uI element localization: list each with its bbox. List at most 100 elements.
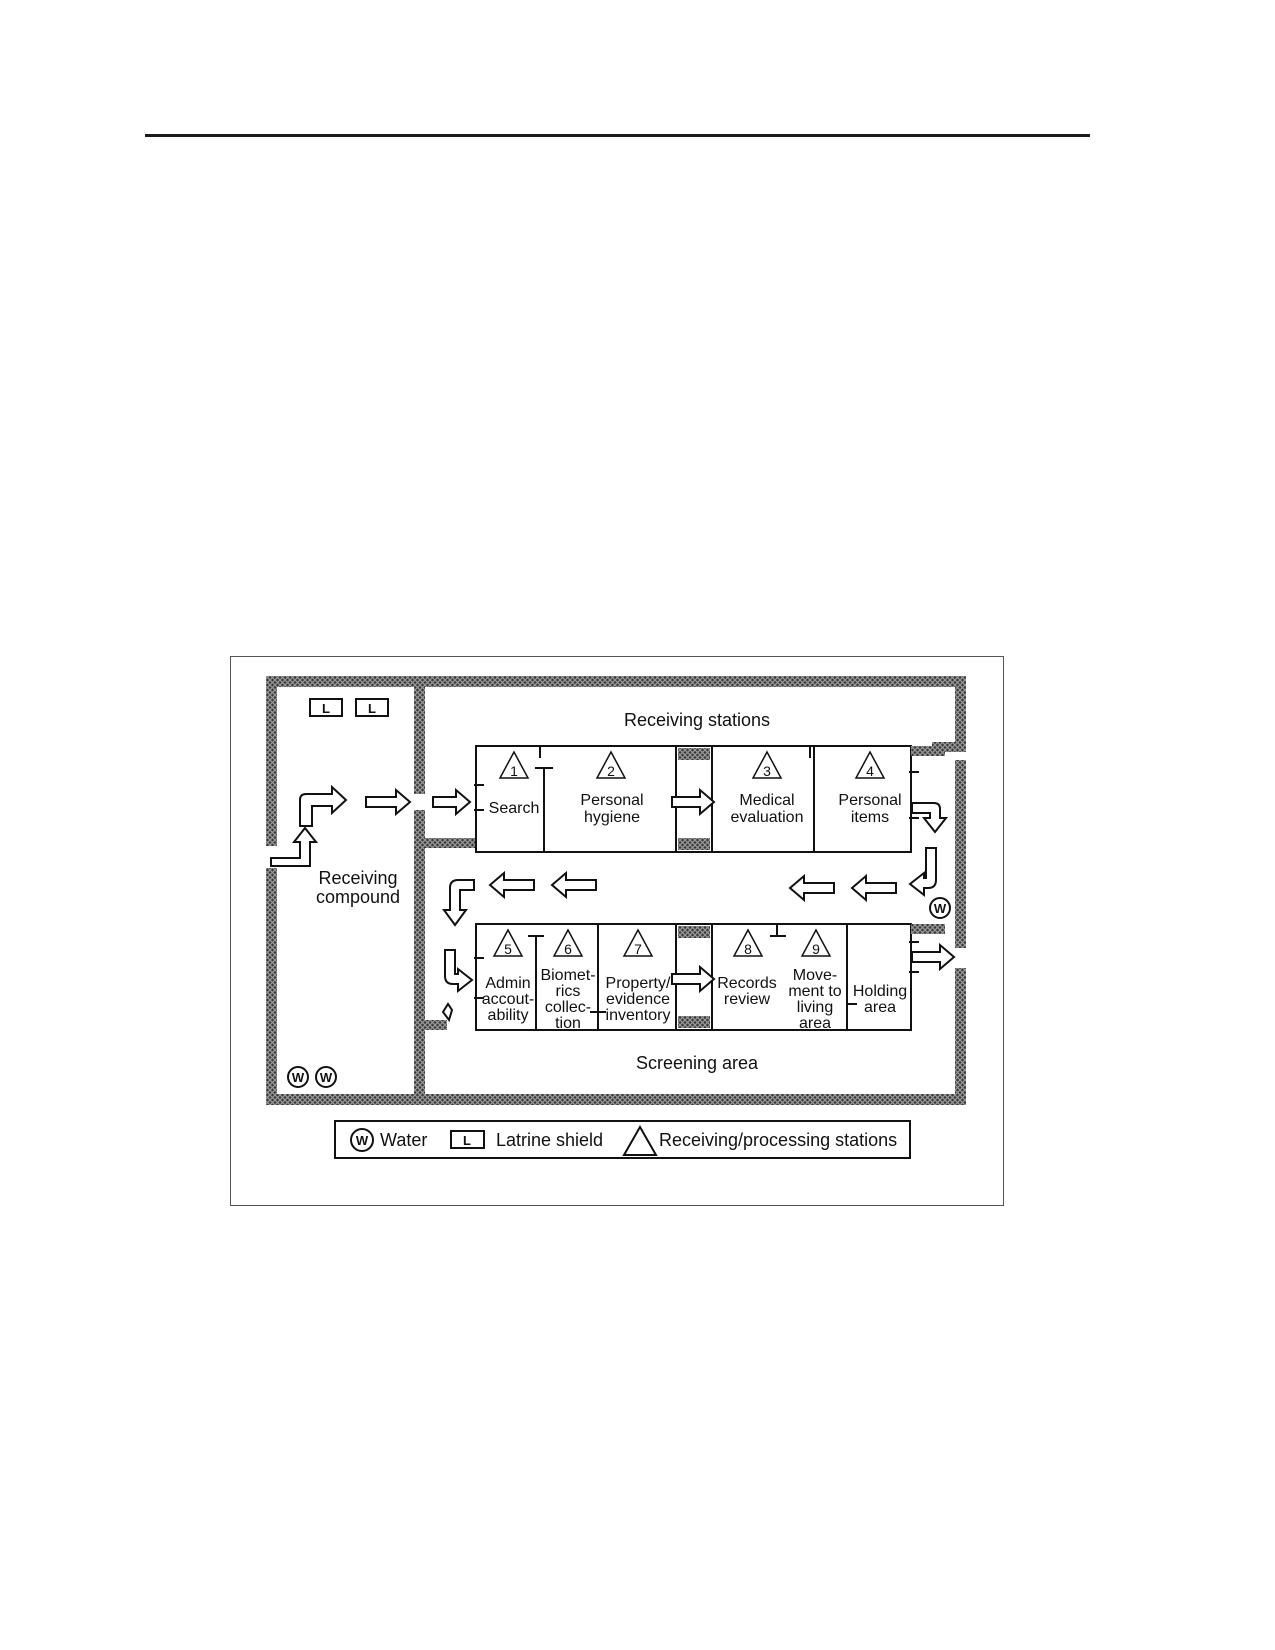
legend-stations-label: Receiving/processing stations (659, 1130, 897, 1150)
gap-hatch-lower-b (678, 1016, 710, 1028)
fence-bottom (266, 1094, 966, 1105)
fence-right-upper (955, 676, 966, 742)
station-2-label-line-1: Personal (580, 792, 643, 809)
gap-hatch-upper-a (678, 748, 710, 760)
entry-bent-arrow (270, 826, 319, 867)
gap-hatch-upper-b (678, 838, 710, 850)
station-6-label-line-4: tion (555, 1015, 581, 1032)
station-9-label-line-3: living (797, 999, 833, 1016)
station-triangle-7: 7 (622, 928, 654, 957)
water-icon-2: W (315, 1066, 337, 1088)
property-to-records-arrow (671, 964, 716, 994)
latrine-letter: L (368, 701, 376, 716)
station-4-label-line-2: items (851, 809, 889, 826)
compound-turn-arrow (299, 784, 348, 827)
return-arrow-3 (550, 870, 597, 900)
legend-latrine-icon: L (450, 1130, 485, 1149)
exit-holding-arrow (911, 942, 956, 972)
station-7-label-line-3: inventory (606, 1007, 671, 1024)
holding-area-label-line-1: Holding (853, 983, 907, 1000)
top-rule (145, 134, 1090, 137)
station-7-label-line-1: Property/ (606, 975, 671, 992)
return-arrow-1 (850, 873, 897, 903)
legend: W Water L Latrine shield Receiving/proce… (334, 1120, 911, 1159)
station-1-label: Search (489, 800, 540, 817)
station-number: 8 (744, 941, 752, 957)
return-arrow-4 (488, 870, 535, 900)
fence-left-upper (266, 676, 277, 846)
station-5-label-line-3: ability (488, 1007, 529, 1024)
station-3-label-line-1: Medical (739, 792, 794, 809)
down-right-arrow (908, 847, 937, 898)
fence-right-lower (955, 968, 966, 1105)
fence-left-lower (266, 868, 277, 1105)
latrine-letter: L (322, 701, 330, 716)
station-triangle-1: 1 (498, 750, 530, 779)
legend-water-icon: W (350, 1128, 374, 1152)
station-triangle-5: 5 (492, 928, 524, 957)
fence-right-mid (955, 760, 966, 948)
station-6-label-line-2: rics (556, 983, 581, 1000)
legend-triangle-icon (622, 1124, 658, 1156)
station-9-label-line-2: ment to (788, 983, 841, 1000)
station-8-label-line-2: review (724, 991, 771, 1008)
water-letter: W (320, 1070, 333, 1085)
fence-right-jog (932, 742, 966, 752)
compound-arrow-right (365, 787, 412, 817)
gap-hatch-lower-c (911, 924, 945, 934)
fence-divider-lower (414, 810, 425, 1105)
station-7-label-line-2: evidence (606, 991, 670, 1008)
station-6-label-line-3: collec- (545, 999, 591, 1016)
into-admin-arrow (444, 949, 474, 994)
station-number: 1 (510, 763, 518, 779)
fence-upper-stub (425, 838, 475, 848)
latrine-shield-1: L (309, 698, 343, 717)
legend-water-label: Water (380, 1130, 427, 1150)
water-icon-3: W (929, 897, 951, 919)
station-triangle-4: 4 (854, 750, 886, 779)
receiving-compound-label-line-1: Receiving (318, 868, 397, 888)
flow-arrows (270, 784, 956, 1023)
fence-divider-upper (414, 676, 425, 794)
fence-lower-stub (425, 1020, 447, 1030)
fence-walls (266, 676, 966, 1105)
station-number: 3 (763, 763, 771, 779)
station-number: 5 (504, 941, 512, 957)
water-letter: W (934, 901, 947, 916)
station-number: 6 (564, 941, 572, 957)
turn-down-arrow (442, 879, 475, 927)
station-number: 9 (812, 941, 820, 957)
station-triangle-8: 8 (732, 928, 764, 957)
gap-hatch-lower-a (678, 926, 710, 938)
station-5-label-line-2: accout- (482, 991, 534, 1008)
receiving-stations-label: Receiving stations (624, 710, 770, 730)
station-number: 7 (634, 941, 642, 957)
into-search-arrow (432, 787, 472, 817)
hygiene-to-medical-arrow (671, 787, 716, 817)
return-arrow-2 (788, 873, 835, 903)
station-9-label-line-1: Move- (793, 967, 837, 984)
water-letter: W (356, 1133, 369, 1148)
water-icon-1: W (287, 1066, 309, 1088)
exit-items-arrow (911, 802, 949, 834)
receiving-compound-label-line-2: compound (316, 887, 400, 907)
station-triangle-9: 9 (800, 928, 832, 957)
station-5-label-line-1: Admin (485, 975, 530, 992)
station-8-label-line-1: Records (717, 975, 777, 992)
station-triangle-3: 3 (751, 750, 783, 779)
lower-stub-arrow (441, 1002, 454, 1023)
screening-area-label: Screening area (636, 1053, 759, 1073)
latrine-shield-2: L (355, 698, 389, 717)
legend-box (334, 1120, 911, 1159)
station-triangle-6: 6 (552, 928, 584, 957)
station-9-label-line-4: area (799, 1015, 831, 1032)
fence-top (266, 676, 966, 687)
legend-latrine-label: Latrine shield (496, 1130, 603, 1150)
latrine-letter: L (463, 1133, 471, 1148)
station-number: 2 (607, 763, 615, 779)
station-triangle-2: 2 (595, 750, 627, 779)
station-number: 4 (866, 763, 874, 779)
holding-area-label-line-2: area (864, 999, 896, 1016)
station-3-label-line-2: evaluation (731, 809, 804, 826)
